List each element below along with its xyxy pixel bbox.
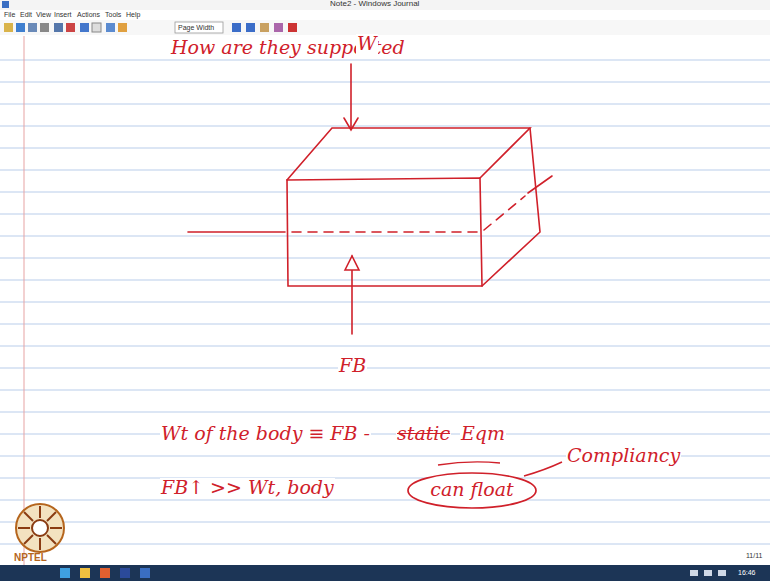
- ui-text: View: [36, 11, 51, 18]
- ui-text: 11/11: [746, 552, 762, 559]
- taskbar-icons: [60, 568, 726, 578]
- ui-text: NPTEL: [14, 553, 47, 564]
- handwritten-note: Compliancy: [566, 446, 681, 466]
- ui-text: Help: [126, 11, 140, 18]
- title-bar: [0, 0, 770, 10]
- ui-text: 16:46: [738, 569, 756, 576]
- weight-arrow: [344, 64, 358, 130]
- leader-line: [524, 462, 562, 476]
- toolbar-icons: [4, 22, 297, 33]
- handwritten-note: static: [396, 424, 451, 444]
- pen-stroke: [438, 462, 500, 465]
- handwritten-note: FB↑ >> Wt, body: [160, 478, 335, 498]
- ui-text: Edit: [20, 11, 32, 18]
- handwritten-note: Eqm: [460, 424, 506, 444]
- ui-text: Actions: [77, 11, 100, 18]
- floating-block: [188, 128, 552, 286]
- ui-text: Page Width: [178, 24, 214, 31]
- menu-bar: [0, 10, 770, 20]
- handwritten-note: Wt of the body ≡ FB -: [160, 424, 371, 444]
- ui-text: Insert: [54, 11, 72, 18]
- app-icon: [2, 1, 9, 8]
- taskbar: [0, 565, 770, 581]
- toolbar: [0, 20, 770, 35]
- ui-text: Note2 - Windows Journal: [330, 0, 419, 8]
- ui-text: File: [4, 11, 15, 18]
- ruled-lines: [0, 60, 770, 544]
- handwritten-note: FB: [338, 356, 367, 376]
- handwritten-note: W: [356, 34, 378, 54]
- nptel-logo: [16, 504, 64, 552]
- ui-text: Tools: [105, 11, 121, 18]
- buoyancy-arrow: [345, 256, 359, 334]
- handwritten-note: can float: [429, 480, 514, 500]
- margin-line: [24, 36, 25, 565]
- circled-note: can float: [406, 471, 538, 510]
